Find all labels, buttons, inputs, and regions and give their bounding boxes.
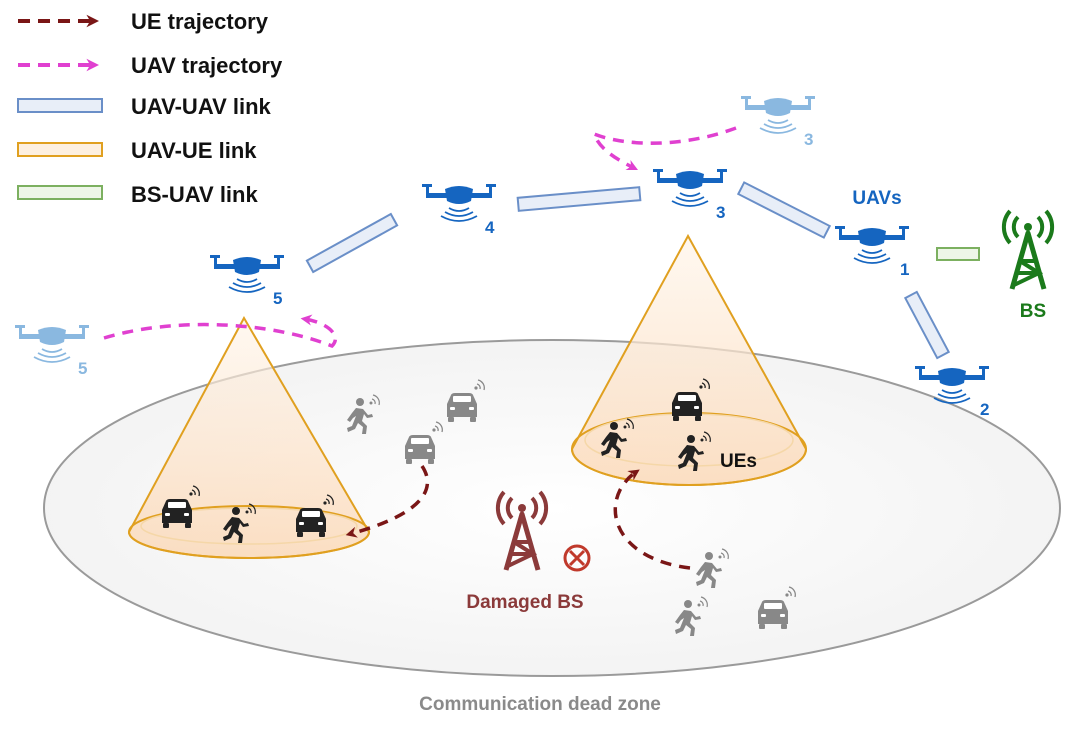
- legend-uav-trajectory-label: UAV trajectory: [131, 53, 283, 78]
- uav-3-previous-number: 3: [804, 130, 813, 149]
- uav-3: 3: [652, 168, 728, 222]
- legend-uav-uav-link-swatch: [17, 98, 103, 113]
- legend-bs-uav-link-swatch: [17, 185, 103, 200]
- link-bs-uav1: [936, 247, 980, 261]
- legend-uav-ue-link-swatch: [17, 142, 103, 157]
- base-station-tower: [1004, 211, 1052, 289]
- link-uav5-uav4: [305, 212, 399, 274]
- uav-4-number: 4: [485, 218, 495, 237]
- dead-zone-label: Communication dead zone: [419, 694, 661, 715]
- uav-3-previous-position: 3: [740, 95, 816, 149]
- uav-5: 5: [209, 254, 285, 308]
- uav-3-number: 3: [716, 203, 725, 222]
- legend-bs-uav-link-label: BS-UAV link: [131, 182, 258, 207]
- damaged-bs-label: Damaged BS: [466, 592, 583, 613]
- ue-car-trajectory: [345, 465, 430, 538]
- uav-2-number: 2: [980, 400, 989, 419]
- uav5-trajectory: [103, 314, 337, 349]
- coverage-cone-left: [127, 315, 371, 559]
- uav-5-previous-position: 5: [14, 324, 90, 378]
- damaged-x-icon: [563, 544, 591, 572]
- legend-uav-uav-link-label: UAV-UAV link: [131, 94, 272, 119]
- bs-label: BS: [1020, 301, 1046, 322]
- uav-uav-links: [305, 181, 951, 360]
- uav-4: 4: [421, 183, 497, 237]
- ue-person-trajectory: [613, 469, 691, 570]
- legend-ue-trajectory-label: UE trajectory: [131, 9, 269, 34]
- uav-1: 1: [834, 225, 910, 279]
- uav-2: 2: [914, 365, 990, 419]
- legend: UE trajectory UAV trajectory UAV-UAV lin…: [17, 9, 283, 207]
- link-uav1-uav2: [903, 290, 951, 360]
- uavs-label: UAVs: [852, 188, 901, 209]
- legend-uav-ue-link-label: UAV-UE link: [131, 138, 257, 163]
- link-uav3-uav1: [736, 181, 832, 239]
- uav-5-previous-number: 5: [78, 359, 87, 378]
- ues-label: UEs: [720, 451, 757, 472]
- uav3-trajectory: [590, 126, 737, 171]
- uav-5-number: 5: [273, 289, 282, 308]
- uav-1-number: 1: [900, 260, 909, 279]
- link-uav4-uav3: [516, 186, 642, 212]
